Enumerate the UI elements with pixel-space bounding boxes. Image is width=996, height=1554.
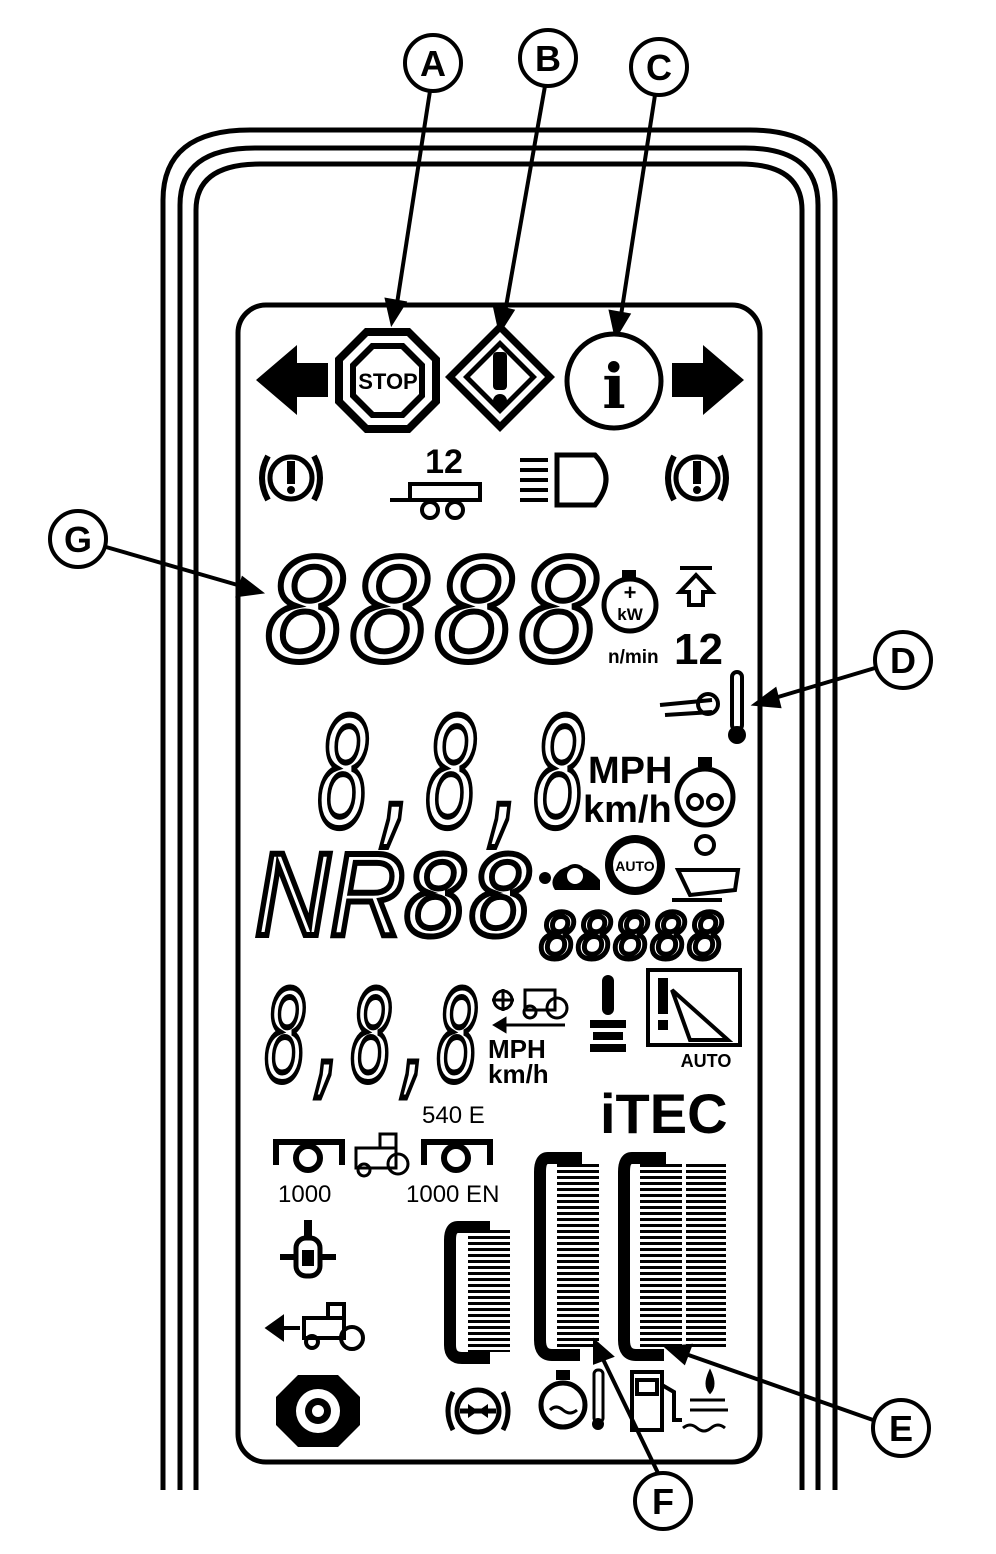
stop-icon: STOP <box>335 328 440 433</box>
callout-b: B <box>518 28 578 88</box>
turtle-icon <box>539 864 600 890</box>
svg-text:+: + <box>624 580 637 605</box>
four-wheel-drive-icon <box>276 1375 360 1447</box>
ground-speed-digits: 8,8,8 <box>265 965 480 1110</box>
pto-label-540e: 540 E <box>422 1102 485 1129</box>
def-icon <box>682 1368 728 1433</box>
fuel-icon <box>630 1370 682 1432</box>
tractor-icon <box>354 1132 410 1178</box>
itec-brand: iTEC <box>600 1082 728 1145</box>
leader-lines <box>105 85 876 1474</box>
turbo-icon <box>674 757 736 828</box>
bar-gauge-small <box>444 1221 510 1364</box>
ground-speed-unit-mph: MPH <box>488 1034 546 1064</box>
brake-warning-icon <box>259 454 323 502</box>
pto-label-1000: 1000 <box>278 1181 331 1208</box>
reverse-tractor-icon <box>264 1302 365 1351</box>
warning-icon <box>445 322 555 432</box>
engine-power-icon: + kW <box>601 570 659 634</box>
brake-warning-icon-right <box>665 454 729 502</box>
speed-digits: 8,8,8 <box>318 688 588 862</box>
auto-gear-icon: AUTO <box>605 835 665 895</box>
joystick-icon <box>590 975 626 1052</box>
tractor-speed-icon <box>492 988 569 1034</box>
stop-label: STOP <box>358 369 418 394</box>
small-digits: 88888 <box>540 900 725 973</box>
auto-steer-icon: AUTO <box>646 968 742 1071</box>
auto-steer-label: AUTO <box>681 1051 732 1071</box>
trailer-count: 12 <box>425 443 463 481</box>
info-icon: i <box>564 331 664 431</box>
ground-speed-unit-kmh: km/h <box>488 1059 549 1089</box>
callout-f: F <box>633 1471 693 1531</box>
callout-c: C <box>629 37 689 97</box>
headlight-icon <box>520 452 609 508</box>
left-arrow-icon <box>256 345 328 415</box>
up-arrow-icon <box>675 566 717 607</box>
pto-rear-icon <box>421 1139 493 1173</box>
axle-icon <box>445 1387 511 1435</box>
callout-g: G <box>48 509 108 569</box>
callout-f-label: F <box>652 1481 674 1522</box>
callout-a: A <box>403 33 463 93</box>
speed-unit-mph: MPH <box>588 750 672 792</box>
gear-digits: 88 <box>405 833 535 961</box>
bezel-outline <box>160 127 838 1490</box>
power-badge: kW <box>617 605 643 624</box>
auto-badge: AUTO <box>615 858 655 874</box>
callout-e-label: E <box>889 1408 913 1449</box>
callout-b-label: B <box>535 38 561 79</box>
diff-lock-icon <box>280 1220 336 1279</box>
callout-d-label: D <box>890 640 916 681</box>
bar-gauge-coolant <box>534 1152 599 1361</box>
rpm-unit: n/min <box>608 647 659 668</box>
info-label: i <box>602 350 626 423</box>
right-arrow-icon <box>672 345 744 415</box>
direction-indicator: NR <box>255 829 405 961</box>
callout-d: D <box>873 630 933 690</box>
exhaust-temp-icon <box>659 670 746 744</box>
callout-g-label: G <box>64 519 92 560</box>
callout-e: E <box>871 1398 931 1458</box>
engine-rpm-digits: 8888 <box>266 531 604 694</box>
callout-a-label: A <box>420 43 446 84</box>
pto-label-1000en: 1000 EN <box>406 1181 499 1208</box>
trailer-icon: 12 <box>390 443 482 520</box>
callout-c-label: C <box>646 47 672 88</box>
bar-gauge-fuel <box>618 1152 726 1361</box>
coolant-temp-icon <box>538 1368 605 1430</box>
pedal-icon <box>672 834 741 902</box>
gear-number: 12 <box>674 625 723 674</box>
pto-front-icon <box>273 1139 345 1173</box>
speed-unit-kmh: km/h <box>583 789 672 831</box>
